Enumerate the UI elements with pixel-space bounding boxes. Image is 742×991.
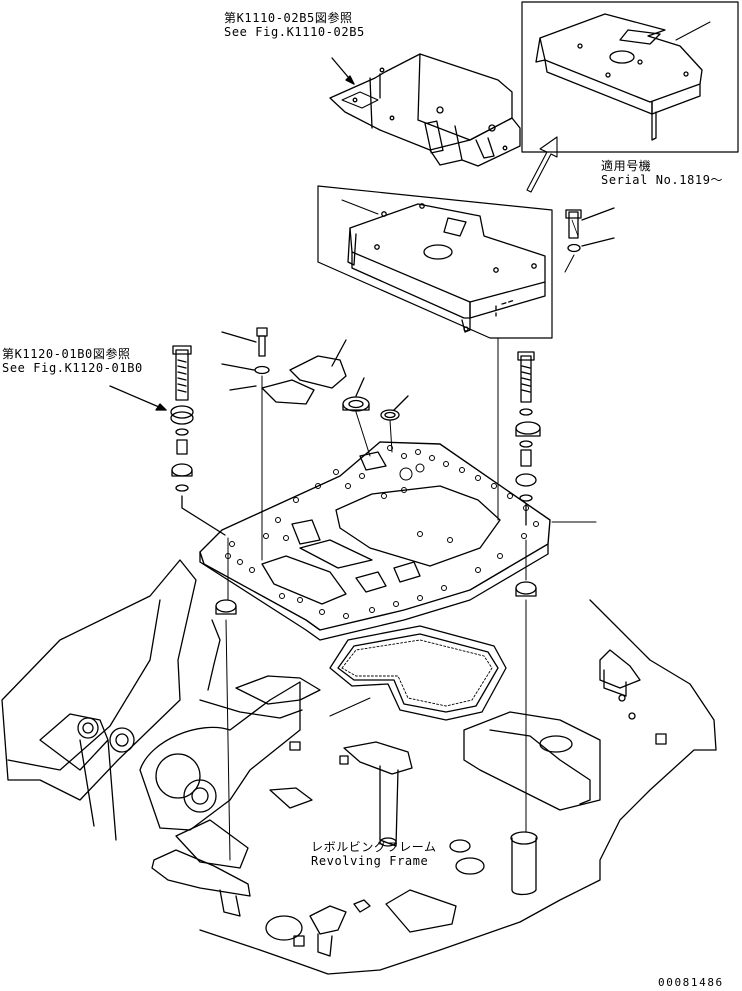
mount-stack-right bbox=[515, 351, 541, 526]
leader-bolt-right bbox=[564, 254, 575, 273]
serial-applicability: 適用号機 Serial No.1819～ bbox=[601, 159, 723, 187]
floor-plate bbox=[199, 441, 597, 641]
bolt-right-upper bbox=[565, 207, 615, 253]
revolving-frame bbox=[1, 559, 717, 975]
serial-applicability-jp: 適用号機 bbox=[601, 159, 652, 173]
upper-cover-assembly bbox=[329, 53, 521, 167]
reference-k1110-jp: 第K1110-02B5図参照 bbox=[224, 11, 353, 25]
reference-k1110-en: See Fig.K1110-02B5 bbox=[224, 25, 365, 39]
revolving-frame-en: Revolving Frame bbox=[311, 854, 429, 868]
reference-k1110: 第K1110-02B5図参照 See Fig.K1110-02B5 bbox=[224, 11, 365, 39]
reference-k1120-jp: 第K1120-01B0図参照 bbox=[2, 347, 131, 361]
cover-plates bbox=[261, 339, 347, 405]
reference-k1120: 第K1120-01B0図参照 See Fig.K1120-01B0 bbox=[2, 347, 143, 375]
serial-applicability-en: Serial No.1819～ bbox=[601, 173, 724, 187]
revolving-frame-label: レボルビングフレーム Revolving Frame bbox=[311, 840, 437, 868]
small-bolt-center bbox=[221, 327, 270, 561]
drawing-code: 00081486 bbox=[658, 976, 724, 989]
serial-inset-frame bbox=[521, 1, 739, 153]
gasket bbox=[329, 625, 507, 721]
standard-cover-frame bbox=[317, 185, 553, 339]
revolving-frame-jp: レボルビングフレーム bbox=[311, 840, 437, 854]
reference-k1120-en: See Fig.K1120-01B0 bbox=[2, 361, 143, 375]
inset-arrow bbox=[526, 136, 558, 193]
leader-k1120 bbox=[109, 385, 167, 411]
mount-stack-left bbox=[170, 345, 226, 536]
grommets bbox=[342, 377, 409, 457]
